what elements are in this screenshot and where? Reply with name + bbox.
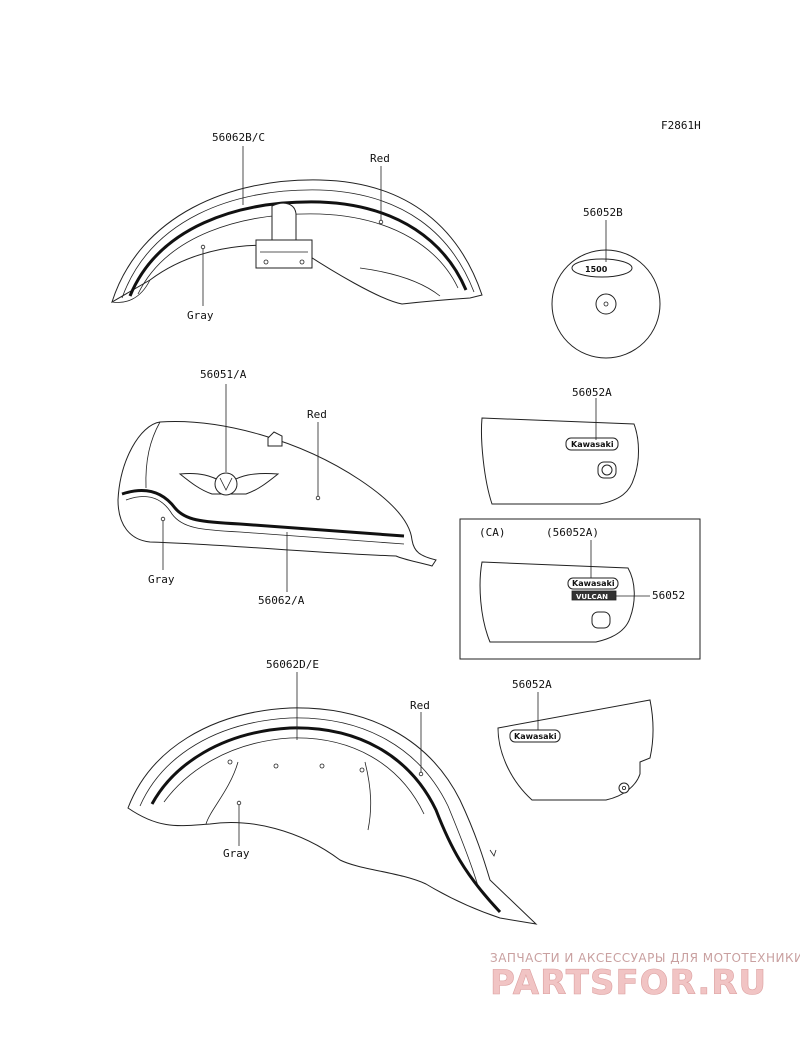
label-front-fender-gray: Gray	[187, 309, 214, 322]
label-ca-title: (CA)	[479, 526, 506, 539]
fender-mount-bracket	[255, 239, 313, 269]
label-rear-fender-red: Red	[410, 699, 430, 712]
front-fender	[111, 179, 483, 305]
label-rear-fender-part: 56062D/E	[266, 658, 319, 671]
ca-model-plate: VULCAN	[576, 593, 608, 601]
rear-fender	[127, 707, 538, 925]
rear-side-cover: Kawasaki	[497, 699, 654, 801]
label-rear-fender-gray: Gray	[223, 847, 250, 860]
round-badge: 1500	[551, 249, 661, 359]
label-tank-part: 56051/A	[200, 368, 247, 381]
ca-emblem: Kawasaki	[572, 579, 615, 588]
label-ca-part: (56052A)	[546, 526, 599, 539]
fuel-tank	[117, 421, 437, 567]
ca-variant-box	[459, 518, 701, 660]
figure-code: F2861H	[661, 119, 701, 132]
label-ca-extra-part: 56052	[652, 589, 685, 602]
watermark-logo: PARTSFOR.RU	[490, 963, 767, 1003]
label-side-cover-part: 56052A	[572, 386, 612, 399]
label-tank-gray: Gray	[148, 573, 175, 586]
badge-text: 1500	[585, 265, 608, 274]
side-cover-emblem: Kawasaki	[571, 440, 614, 449]
label-tank-red: Red	[307, 408, 327, 421]
ca-side-cover: Kawasaki VULCAN	[479, 561, 635, 643]
label-front-fender-part: 56062B/C	[212, 131, 265, 144]
rear-cover-emblem: Kawasaki	[514, 732, 557, 741]
label-badge-part: 56052B	[583, 206, 623, 219]
label-tank-stripe-part: 56062/A	[258, 594, 305, 607]
label-rear-cover-part: 56052A	[512, 678, 552, 691]
side-cover: Kawasaki	[481, 417, 639, 505]
label-front-fender-red: Red	[370, 152, 390, 165]
watermark-caption: ЗАПЧАСТИ И АКСЕССУАРЫ ДЛЯ МОТОТЕХНИКИ	[490, 951, 800, 965]
